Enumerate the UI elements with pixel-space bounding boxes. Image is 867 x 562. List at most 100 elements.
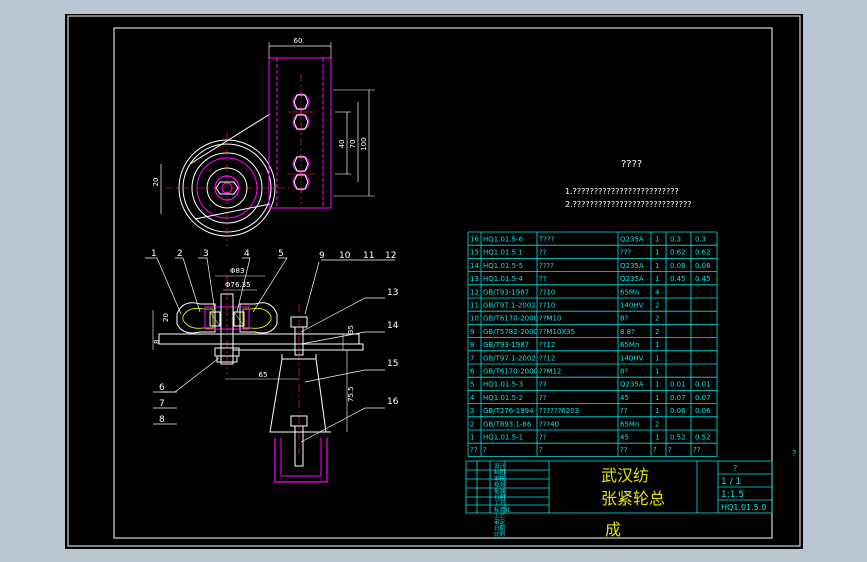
dim-40: 40 [338,140,346,149]
bom-row-name: ?? [539,394,547,402]
bom-row-no: 13 [470,275,479,283]
bom-row-total-weight: 0.45 [695,275,711,283]
bom-header-mark: ? [539,446,543,454]
title-block [465,460,773,514]
balloon-14: 14 [387,321,399,331]
title-block-label: 审核 [494,474,506,482]
bom-row-material: 8.8? [620,328,635,336]
title-block-label: 批准 [494,487,506,495]
bom-row-name: T??? [538,236,555,244]
bom-row-no: 7 [470,354,474,362]
bom-row-code: GB/T6170-2000 [483,368,538,376]
bom-row-material: 65Mn [620,420,639,428]
right-mark: ? [792,449,796,458]
balloon-2: 2 [177,249,183,259]
bom-row-code: HQ1.01.5-6 [483,236,524,244]
dim-20-front: 20 [162,313,170,322]
bom-row-unit-weight: 0.07 [670,394,686,402]
title-block-label: 工艺 [494,500,506,507]
bom-row-code: HQ1.01.5-4 [483,275,524,283]
balloon-1: 1 [151,249,157,259]
bom-row-code: GB/T93-1987 [483,288,529,296]
balloon-5: 5 [278,249,284,259]
bom-row-total-weight: 0.01 [695,381,711,389]
title-block-label: 工艺 [494,513,506,520]
bom-row-qty: 1 [655,407,659,415]
bom-row-qty: 2 [655,315,659,323]
bom-row-name: ???40 [539,420,559,428]
school-name: 武汉纺 [601,466,649,485]
bom-row-material: 8? [620,368,628,376]
inner-frame [113,27,773,539]
bom-row-name: ??????6203 [539,407,579,415]
tech-requirements-title: ???? [621,159,642,170]
bom-header-mark: ? [483,446,487,454]
outer-frame [67,15,801,547]
bom-header-mark: ?? [620,446,628,454]
bom-row-total-weight: 0.08 [695,262,711,270]
bom-row-qty: 1 [655,394,659,402]
balloon-16: 16 [387,397,399,407]
bom-row-no: 14 [470,262,479,270]
bom-row-no: 16 [470,236,479,244]
bom-header-mark: ? [668,446,672,454]
bom-row-material: ?? [620,407,628,415]
bom-header-mark: ?? [470,446,478,454]
bom-row-no: 9 [470,328,474,336]
balloon-4: 4 [244,249,250,259]
tech-note-1: 1.????????????????????????? [565,187,679,196]
bom-row-qty: 1 [655,341,659,349]
bom-row-unit-weight: 0.62 [670,249,686,257]
bom-row-no: 12 [470,288,479,296]
bom-row-code: GB/T5782-2000 [483,328,538,336]
bom-row-code: HQ1.01.5-1 [483,434,523,442]
balloon-11: 11 [363,251,374,261]
bom-row-material: 65Mn [620,341,639,349]
bom-row-name: ?? [539,249,547,257]
top-view [160,42,375,246]
bom-row-qty: 4 [655,288,660,296]
bom-header-mark: ? [653,446,657,454]
bom-row-material: Q235A [620,236,644,244]
bom-row-total-weight: 0.3 [695,236,706,244]
bom-row-no: 1 [470,434,474,442]
bom-row-no: 8 [470,341,474,349]
bom-row-material: 65Mn [620,288,639,296]
drawing-name-cont: 成 [605,520,621,539]
bom-row-unit-weight: 0.01 [670,381,686,389]
dim-d83: Φ83 [230,267,244,275]
bom-row-name: ??M10 [539,315,561,323]
dim-d76: Φ76.35 [225,281,251,289]
bom-header-mark: ?? [693,446,701,454]
bom-row-qty: 1 [655,275,659,283]
balloon-10: 10 [339,251,351,261]
bom-row-code: GB/T276-1994 [483,407,534,415]
drawing-number: HQ1.01.5.0 [721,503,766,512]
bom-row-unit-weight: 0.45 [670,275,686,283]
title-block-label: 审定 [494,518,506,526]
bom-row-qty: 2 [655,302,659,310]
title-mark: ? [733,464,737,473]
bom-row-qty: 2 [655,328,659,336]
dim-35: 35 [347,325,355,334]
dim-height-20: 20 [152,178,160,187]
bom-row-material: Q235A [620,262,644,270]
tech-note-2: 2.???????????????????????????? [565,200,692,209]
assembly-drawing: 60 20 40 70 100 [67,15,801,547]
bom-row-qty: 1 [655,236,659,244]
dim-100: 100 [360,137,368,150]
bom-row-code: GB/T97.1-2002 [483,302,536,310]
title-block-label: 比例 [494,530,506,538]
bom-row-unit-weight: 0.08 [670,262,686,270]
bom-row-name: ??12 [539,341,555,349]
dim-8: 8 [153,340,161,344]
bom-row-qty: 1 [655,262,659,270]
bom-row-no: 2 [470,420,474,428]
bom-row-total-weight: 0.06 [695,407,711,415]
bom-row-name: ??M10X35 [539,328,575,336]
title-block-label: 标准化 [494,505,511,513]
bom-row-name: ??12 [539,354,555,362]
dim-65: 65 [259,371,268,379]
bom-row-qty: 2 [655,420,659,428]
